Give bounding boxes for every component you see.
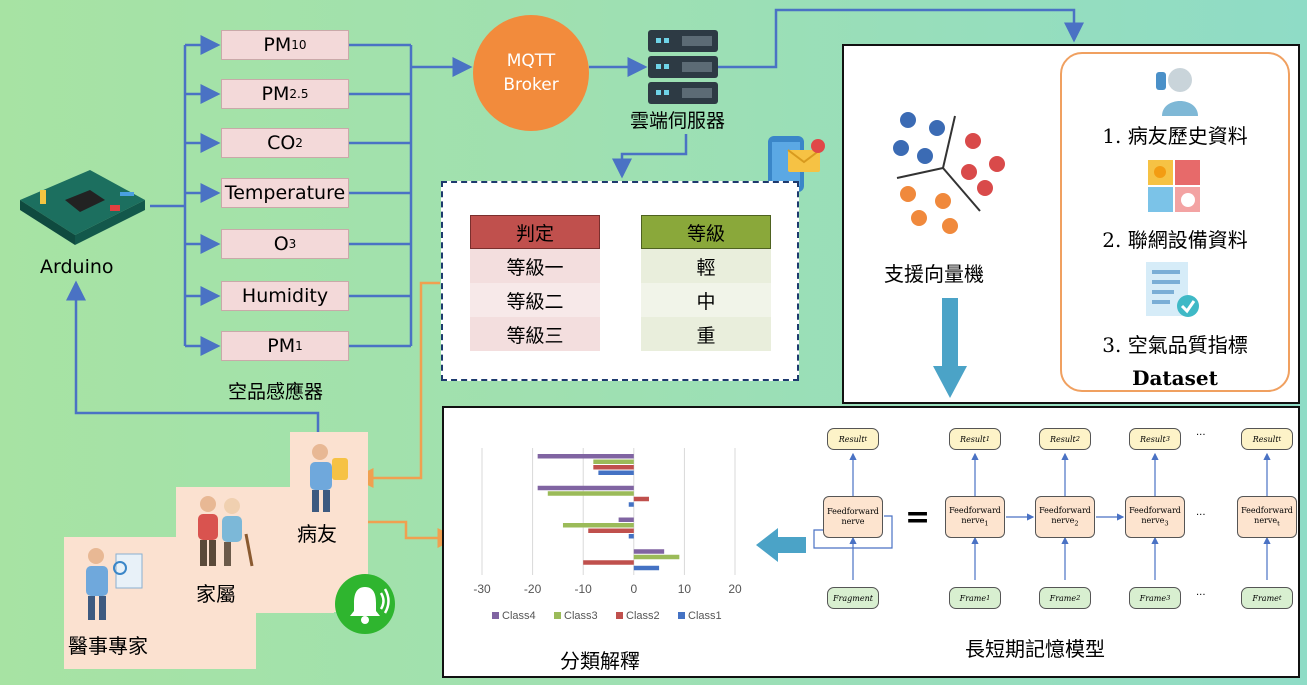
svm-label: 支援向量機	[884, 262, 984, 286]
lstm-node-1: Feedforward nerve1	[945, 496, 1005, 538]
dataset-item-2: 2. 聯網設備資料	[1102, 228, 1248, 252]
chart-bar	[547, 491, 634, 496]
chart-legend-swatch	[678, 612, 685, 619]
chart-bar	[628, 502, 634, 507]
chart-legend-label: Class2	[626, 610, 660, 622]
chart-bar	[588, 528, 634, 533]
svm-clusters-icon	[885, 106, 1010, 236]
dataset-item-1: 1. 病友歷史資料	[1102, 124, 1248, 148]
dataset-item-3: 3. 空氣品質指標	[1102, 333, 1248, 357]
lstm-node-3: Feedforward nerve3	[1125, 496, 1185, 538]
chart-bar	[537, 454, 634, 459]
sensor-caption: 空品感應器	[228, 381, 324, 403]
expert-label: 醫事專家	[68, 634, 148, 658]
chart-legend-label: Class4	[502, 610, 536, 622]
chart-legend-label: Class1	[688, 610, 722, 622]
phone-mail-icon	[766, 132, 828, 194]
chart-bar	[628, 534, 634, 539]
chart-legend-label: Class3	[564, 610, 598, 622]
chart-bar	[562, 523, 634, 528]
chart-bar	[598, 470, 634, 475]
expert-icon	[80, 546, 146, 622]
patient-inhaler-icon	[1148, 64, 1198, 116]
arduino-label: Arduino	[40, 256, 114, 278]
chart-bar	[593, 459, 634, 464]
down-arrow-icon	[933, 298, 967, 398]
chart-tick-label: 10	[678, 582, 692, 596]
chart-tick-label: 20	[728, 582, 742, 596]
mqtt-line1: MQTT	[506, 51, 556, 71]
chart-bar	[618, 517, 634, 522]
judgment-row2-right: 中	[641, 283, 771, 317]
chart-tick-label: -10	[575, 582, 593, 596]
chart-tick-label: -20	[524, 582, 542, 596]
chart-bar	[633, 549, 665, 554]
chart-bar	[593, 465, 634, 470]
chart-legend-swatch	[554, 612, 561, 619]
lstm-node-single: Feedforward nerve	[823, 496, 883, 538]
arduino-board-icon	[10, 136, 150, 255]
judgment-row1-left: 等級一	[470, 249, 600, 283]
judgment-header-right: 等級	[641, 215, 771, 249]
lstm-ellipsis-mid: ···	[1196, 510, 1206, 521]
chart-tick-label: 0	[630, 582, 637, 596]
chart-title: 分類解釋	[560, 649, 640, 673]
judgment-row2-left: 等級二	[470, 283, 600, 317]
judgment-header-left: 判定	[470, 215, 600, 249]
family-label: 家屬	[196, 582, 236, 606]
lstm-lines	[813, 452, 1271, 580]
chart-bar	[633, 496, 649, 502]
chart-bar	[537, 485, 634, 491]
chart-tick-label: -30	[473, 582, 491, 596]
lstm-input-single: Fragment	[827, 587, 879, 609]
lstm-title: 長短期記憶模型	[965, 637, 1105, 661]
mqtt-line2: Broker	[503, 75, 559, 95]
chart-bar	[633, 554, 680, 560]
lstm-equals: =	[905, 500, 931, 535]
judgment-row3-right: 重	[641, 317, 771, 351]
lstm-ellipsis-top: ···	[1196, 430, 1206, 441]
lstm-ellipsis-bottom: ···	[1196, 590, 1206, 601]
lstm-node-t: Feedforward nervet	[1237, 496, 1297, 538]
bell-icon	[334, 573, 396, 635]
judgment-panel: 判定 等級 等級一 等級二 等級三 輕 中 重	[441, 181, 799, 381]
chart-legend-swatch	[492, 612, 499, 619]
left-arrow-icon	[756, 528, 806, 562]
weather-icon	[1148, 160, 1200, 212]
chart-bar	[633, 565, 660, 571]
family-icon	[190, 494, 256, 568]
checklist-icon	[1146, 262, 1202, 320]
judgment-row1-right: 輕	[641, 249, 771, 283]
lstm-node-2: Feedforward nerve2	[1035, 496, 1095, 538]
chart-legend-swatch	[616, 612, 623, 619]
sensor-temperature: Temperature	[221, 178, 349, 208]
chart-bar	[583, 560, 634, 565]
judgment-row3-left: 等級三	[470, 317, 600, 351]
dataset-title: Dataset	[1132, 366, 1218, 390]
mqtt-broker: MQTT Broker	[473, 15, 589, 131]
sensor-humidity: Humidity	[221, 281, 349, 311]
dataset-box: 1. 病友歷史資料 2. 聯網設備資料 3. 空氣品質指標 Dataset	[1060, 52, 1290, 392]
server-icon	[648, 28, 718, 106]
patient-icon	[300, 442, 354, 514]
patient-label: 病友	[297, 522, 337, 546]
server-label: 雲端伺服器	[630, 110, 726, 132]
